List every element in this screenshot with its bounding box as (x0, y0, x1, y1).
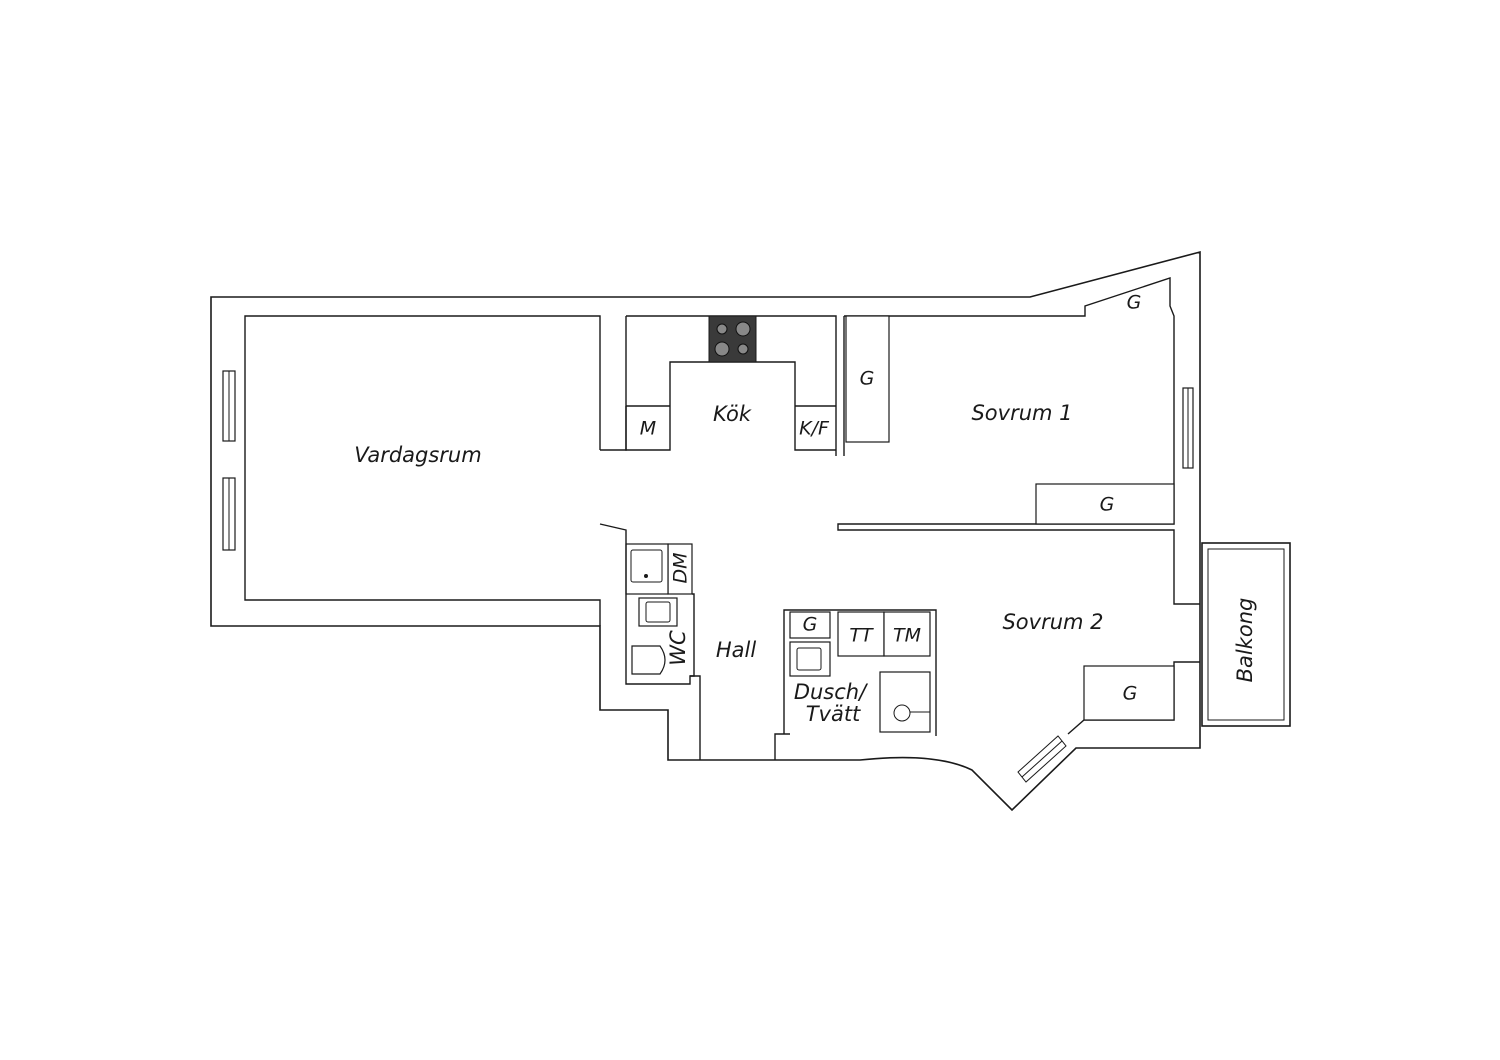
bathroom-sink (789, 641, 831, 677)
room-label-living: Vardagsrum (354, 443, 481, 467)
kitchen-counter (625, 361, 836, 451)
shower (879, 671, 931, 733)
stove-burner (735, 321, 751, 337)
toilet (631, 645, 666, 675)
bay-window (1021, 740, 1063, 778)
bathroom-sink-basin (796, 647, 822, 671)
wc-sink (638, 597, 678, 627)
wardrobe (1035, 483, 1175, 525)
fixture-label-wardrobe: G (860, 368, 875, 390)
wc-sink-basin (645, 601, 671, 623)
stove-burner (716, 323, 728, 335)
room-label-shower-line1: Dusch/ (794, 680, 868, 704)
fixture-label-microwave: M (640, 418, 656, 440)
kitchen-sink (625, 543, 669, 595)
washer (883, 611, 931, 657)
room-label-hall: Hall (716, 638, 756, 662)
fixture-label-dryer: TT (849, 625, 874, 647)
room-label-shower-line2: Tvätt (806, 702, 861, 726)
bay-window (1017, 735, 1067, 783)
room-label-wc: WC (666, 630, 690, 666)
window (222, 477, 236, 551)
room-label-kitchen: Kök (713, 402, 752, 426)
bathroom-wall (783, 609, 937, 736)
fixture-label-dishwasher: DM (670, 552, 692, 583)
fixture-label-wardrobe: G (1127, 292, 1142, 314)
kitchen-wall (626, 315, 837, 456)
sink-drain (644, 574, 648, 578)
fixture-label-wardrobe: G (1123, 683, 1138, 705)
hall-wall (774, 733, 790, 760)
window (222, 370, 236, 442)
stove-burner (714, 341, 730, 357)
wc-wall (625, 540, 695, 685)
stove (708, 315, 757, 363)
room-label-bedroom2: Sovrum 2 (1002, 610, 1103, 634)
kitchen-sink-basin (630, 549, 663, 583)
wardrobe (845, 315, 890, 443)
dryer (837, 611, 885, 657)
shower-drain (893, 704, 911, 722)
room-label-balcony: Balkong (1233, 598, 1257, 683)
stove-burner (737, 343, 749, 355)
wardrobe (789, 611, 831, 639)
bedroom1-wall (837, 277, 1200, 605)
fixture-label-fridge: K/F (799, 418, 830, 440)
partition-wall (599, 523, 627, 540)
room-label-bedroom1: Sovrum 1 (971, 401, 1072, 425)
fixture-label-wardrobe: G (803, 614, 818, 636)
wardrobe (1083, 665, 1175, 721)
balcony-railing (1207, 548, 1285, 721)
balcony (1201, 542, 1291, 727)
window (1182, 387, 1194, 469)
living-room-wall (244, 315, 601, 626)
fixture-label-washer: TM (893, 625, 921, 647)
outer-wall (210, 250, 1201, 812)
fixture-label-wardrobe: G (1100, 494, 1115, 516)
